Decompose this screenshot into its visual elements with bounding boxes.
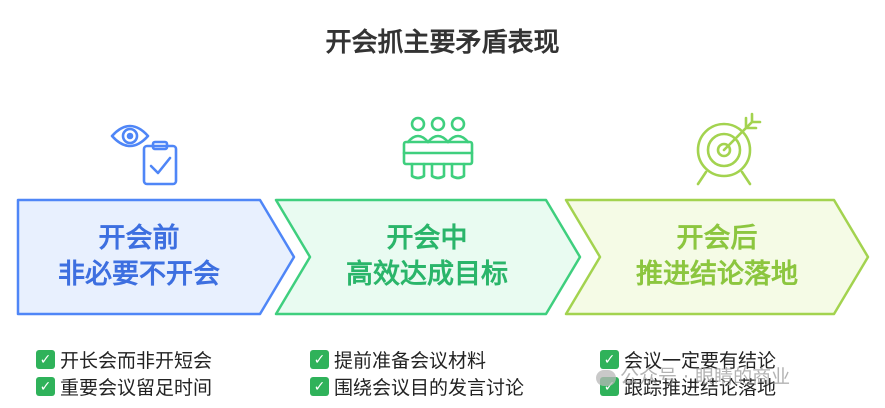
stage-before-subtitle: 非必要不开会 (58, 259, 220, 290)
check-icon: ✓ (600, 350, 619, 369)
stage-after-title: 开会后 (676, 223, 758, 254)
check-icon: ✓ (310, 377, 329, 396)
list-item: ✓ 围绕会议目的发言讨论 (310, 373, 524, 400)
stage-before-bullets: ✓ 开长会而非开短会 ✓ 重要会议留足时间 (36, 346, 212, 400)
stage-during-bullets: ✓ 提前准备会议材料 ✓ 围绕会议目的发言讨论 (310, 346, 524, 400)
check-icon: ✓ (36, 350, 55, 369)
list-item: ✓ 会议一定要有结论 (600, 346, 776, 373)
stage-before-title: 开会前 (98, 223, 180, 254)
list-item: ✓ 提前准备会议材料 (310, 346, 524, 373)
list-item: ✓ 重要会议留足时间 (36, 373, 212, 400)
stage-during-subtitle: 高效达成目标 (346, 259, 508, 290)
diagram-title: 开会抓主要矛盾表现 (325, 28, 560, 58)
stage-before-chevron: 开会前 非必要不开会 (14, 196, 298, 318)
stage-after-chevron: 开会后 推进结论落地 (562, 196, 874, 318)
wechat-logo-icon (596, 369, 616, 386)
list-item: ✓ 开长会而非开短会 (36, 346, 212, 373)
target-arrow-icon (688, 110, 768, 190)
stage-during-chevron: 开会中 高效达成目标 (272, 196, 584, 318)
stage-after-subtitle: 推进结论落地 (636, 259, 798, 290)
people-meeting-icon (398, 110, 478, 190)
check-icon: ✓ (36, 377, 55, 396)
watermark: 公众号 · 眼睛的商业 (596, 362, 790, 389)
stage-during-title: 开会中 (386, 223, 468, 254)
check-icon: ✓ (310, 350, 329, 369)
stage-after-bullets: ✓ 会议一定要有结论 ✓ 跟踪推进结论落地 (600, 346, 776, 400)
eye-clipboard-icon (108, 110, 188, 190)
